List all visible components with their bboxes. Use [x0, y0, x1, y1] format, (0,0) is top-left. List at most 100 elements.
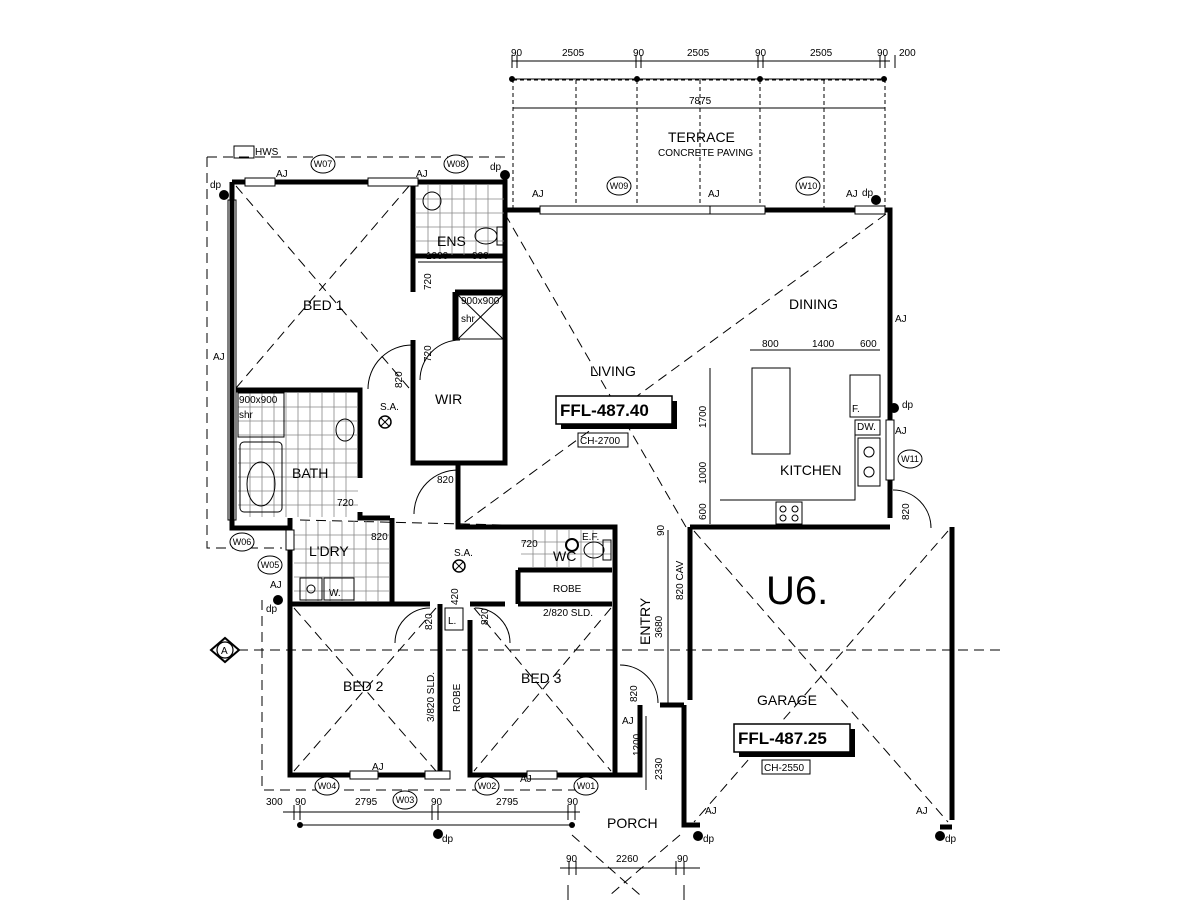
dim-kit-800: 800	[762, 339, 779, 350]
laundry-tub	[299, 577, 323, 601]
aj-label: AJ	[846, 189, 858, 200]
robe-vertical-slide-label: 3/820 SLD.	[426, 672, 437, 722]
room-ldry: L'DRY	[309, 543, 349, 559]
terrace-sub-label: CONCRETE PAVING	[658, 148, 753, 159]
room-labels: BED 1 ENS WIR BATH L'DRY WC LIVING DININ…	[292, 233, 841, 831]
aj-label: AJ	[916, 806, 928, 817]
dishwasher-label: DW.	[857, 422, 876, 433]
dim-entry-3680: 3680	[654, 615, 665, 638]
cavity-door-label: 820 CAV	[675, 560, 686, 600]
aj-label: AJ	[372, 762, 384, 773]
shower-size: 900x900	[239, 395, 278, 406]
ffl-garage: FFL-487.25 CH-2550	[733, 723, 855, 775]
room-living: LIVING	[590, 363, 636, 379]
window-tag: W05	[257, 555, 283, 575]
kitchen-island	[751, 367, 791, 455]
dim-wc-720: 720	[521, 539, 538, 550]
washer-label: W.	[329, 588, 341, 599]
dim-kit-600v: 600	[698, 503, 709, 520]
washer	[323, 577, 355, 601]
dim-bath-720: 720	[337, 498, 354, 509]
room-dining: DINING	[789, 296, 838, 312]
fridge-label: F.	[852, 404, 860, 415]
dishwasher	[854, 419, 881, 436]
dim-bot-90b: 90	[431, 797, 443, 808]
hws-unit	[233, 145, 255, 159]
dim-bot-90a: 90	[295, 797, 307, 808]
aj-labels: AJ AJ AJ AJ AJ AJ AJ AJ AJ AJ AJ AJ AJ A…	[213, 169, 928, 817]
sa-label: S.A.	[454, 548, 473, 559]
dp-label: dp	[902, 400, 914, 411]
dim-porch-90b: 90	[677, 854, 689, 865]
ffl-living: FFL-487.40 CH-2700	[555, 395, 677, 448]
toilet-wc	[583, 541, 605, 559]
diagonal-lines	[235, 185, 949, 823]
dim-ldry-820: 820	[371, 532, 388, 543]
dim-hall-820: 820	[437, 475, 454, 486]
dim-porch-90a: 90	[566, 854, 578, 865]
dim-kit-1400: 1400	[812, 339, 835, 350]
room-ens: ENS	[437, 233, 466, 249]
door-swings	[367, 339, 932, 704]
dim-bed2-820: 820	[424, 613, 435, 630]
dim-kit-600: 600	[860, 339, 877, 350]
aj-label: AJ	[622, 716, 634, 727]
room-wc: WC	[553, 548, 576, 564]
terrace-label: TERRACE	[668, 129, 735, 145]
dim-bot-300: 300	[266, 797, 283, 808]
window-tag: W11	[897, 449, 923, 469]
grid-line-a: A	[209, 636, 1000, 664]
aj-label: AJ	[708, 189, 720, 200]
shower-label: shr	[239, 410, 254, 421]
window-tag-label: W10	[799, 181, 818, 191]
room-robe-vertical: ROBE	[452, 683, 463, 712]
window-tag: W08	[443, 154, 469, 174]
ffl-living-value: FFL-487.40	[560, 401, 649, 420]
ef-label: E.F.	[582, 532, 599, 543]
linen-label: L.	[448, 616, 456, 627]
window-tag-label: W08	[447, 159, 466, 169]
room-porch: PORCH	[607, 815, 658, 831]
window-tag-label: W05	[261, 560, 280, 570]
window-tag: W04	[314, 776, 340, 796]
aj-label: AJ	[895, 426, 907, 437]
aj-label: AJ	[276, 169, 288, 180]
window-tag-label: W02	[478, 781, 497, 791]
room-bed2: BED 2	[343, 678, 384, 694]
room-bed1: BED 1	[303, 297, 344, 313]
room-entry: ENTRY	[637, 597, 653, 645]
dp-label: dp	[945, 834, 957, 845]
window-tag: W03	[392, 790, 418, 810]
window-tag: W09	[606, 176, 632, 196]
fixtures	[233, 145, 881, 631]
dim-ens-720: 720	[423, 273, 434, 290]
dim-wir-720: 720	[423, 345, 434, 362]
shower-size: 900x900	[461, 296, 500, 307]
window-tag-label: W03	[396, 795, 415, 805]
exhaust-fan-icon	[565, 538, 579, 552]
dim-top-2505c: 2505	[810, 48, 833, 59]
dim-bed1-820: 820	[394, 371, 405, 388]
bathtub	[239, 441, 283, 513]
downpipe-labels: dp dp dp dp dp dp dp dp	[210, 162, 957, 845]
aj-label: AJ	[532, 189, 544, 200]
window-tag: W01	[573, 776, 599, 796]
dim-entry-90: 90	[656, 524, 667, 536]
dp-label: dp	[210, 180, 222, 191]
sa-label: S.A.	[380, 402, 399, 413]
dim-entry-820: 820	[629, 685, 640, 702]
top-dimension-string: 90 2505 90 2505 90 2505 90 200	[509, 48, 916, 82]
porch-dimension-string: 90 2260 90	[560, 834, 700, 900]
aj-label: AJ	[895, 314, 907, 325]
room-kitchen: KITCHEN	[780, 462, 841, 478]
window-tag-label: W07	[314, 159, 333, 169]
hws-label: HWS	[255, 147, 279, 158]
window-tag: W10	[795, 176, 821, 196]
robe-slide-label: 2/820 SLD.	[543, 608, 593, 619]
room-bed3: BED 3	[521, 670, 562, 686]
ffl-garage-value: FFL-487.25	[738, 729, 827, 748]
dim-top-200: 200	[899, 48, 916, 59]
dim-porch-1200: 1200	[632, 733, 643, 756]
